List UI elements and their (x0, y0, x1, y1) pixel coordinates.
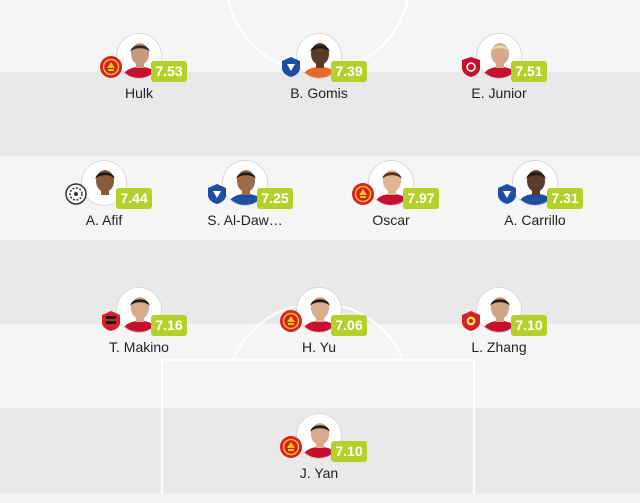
player-card[interactable]: 7.06 H. Yu (259, 287, 379, 377)
shanghai-port-crest-icon (99, 55, 123, 79)
player-card[interactable]: 7.31 A. Carrillo (475, 160, 595, 250)
rating-badge: 7.06 (331, 315, 367, 336)
rating-badge: 7.16 (151, 315, 187, 336)
rating-badge: 7.31 (547, 188, 583, 209)
player-card[interactable]: 7.44 A. Afif (44, 160, 164, 250)
al-hilal-crest-icon (495, 182, 519, 206)
al-hilal-crest-icon (205, 182, 229, 206)
rating-badge: 7.44 (116, 188, 152, 209)
player-name: E. Junior (471, 85, 527, 101)
shanghai-port-crest-icon (351, 182, 375, 206)
player-name: A. Afif (85, 212, 123, 228)
player-name: Hulk (124, 85, 153, 101)
player-card[interactable]: 7.10 J. Yan (259, 413, 379, 503)
player-photo (368, 160, 414, 206)
player-name: T. Makino (109, 339, 169, 355)
player-name: B. Gomis (290, 85, 348, 101)
rating-badge: 7.97 (403, 188, 439, 209)
player-card[interactable]: 7.16 T. Makino (79, 287, 199, 377)
al-hilal-crest-icon (279, 55, 303, 79)
player-name: H. Yu (302, 339, 336, 355)
player-card[interactable]: 7.51 E. Junior (439, 33, 559, 123)
player-name: S. Al-Daw… (207, 212, 283, 228)
al-sadd-crest-icon (64, 182, 88, 206)
rating-badge: 7.10 (331, 441, 367, 462)
guangzhou-crest-icon (459, 309, 483, 333)
rating-badge: 7.25 (257, 188, 293, 209)
urawa-reds-crest-icon (99, 309, 123, 333)
player-card[interactable]: 7.25 S. Al-Daw… (185, 160, 305, 250)
rating-badge: 7.53 (151, 61, 187, 82)
player-photo (81, 160, 127, 206)
player-card[interactable]: 7.39 B. Gomis (259, 33, 379, 123)
shanghai-port-crest-icon (279, 435, 303, 459)
shanghai-port-crest-icon (279, 309, 303, 333)
rating-badge: 7.51 (511, 61, 547, 82)
player-card[interactable]: 7.10 L. Zhang (439, 287, 559, 377)
pitch-stripe (0, 72, 640, 156)
player-name: Oscar (372, 212, 410, 228)
rating-badge: 7.10 (511, 315, 547, 336)
player-card[interactable]: 7.53 Hulk (79, 33, 199, 123)
player-name: L. Zhang (471, 339, 527, 355)
player-card[interactable]: 7.97 Oscar (331, 160, 451, 250)
player-name: A. Carrillo (504, 212, 566, 228)
pitch-stripe (0, 324, 640, 408)
player-name: J. Yan (299, 465, 339, 481)
al-duhail-crest-icon (459, 55, 483, 79)
rating-badge: 7.39 (331, 61, 367, 82)
